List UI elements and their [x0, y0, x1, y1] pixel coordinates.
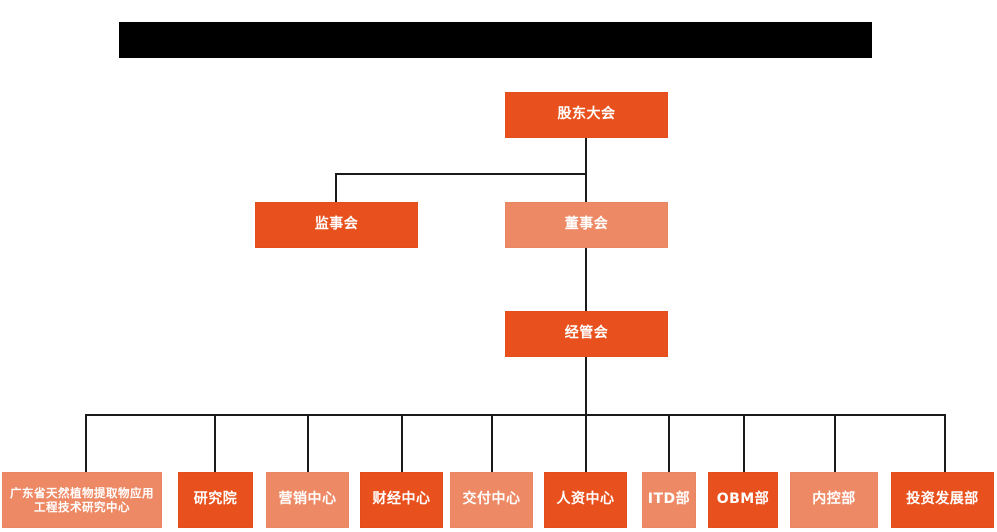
- node-marketing-center[interactable]: 营销中心: [266, 472, 349, 528]
- connector-drop-marketing-center: [307, 414, 309, 472]
- node-label: 股东大会: [557, 106, 616, 123]
- connector-drop-finance-center: [401, 414, 403, 472]
- node-label: ITD部: [647, 491, 691, 508]
- node-label: 经管会: [564, 325, 609, 342]
- node-shareholders[interactable]: 股东大会: [505, 92, 668, 138]
- connector-drop-internal-control-dept: [834, 414, 836, 472]
- node-institute[interactable]: 研究院: [178, 472, 253, 528]
- node-label: 营销中心: [278, 491, 337, 508]
- connector-level4-bus: [85, 414, 946, 416]
- node-label: 人资中心: [556, 491, 615, 508]
- node-label: 监事会: [314, 216, 359, 233]
- node-management[interactable]: 经管会: [505, 311, 668, 357]
- node-label: 广东省天然植物提取物应用工程技术研究中心: [10, 485, 154, 514]
- node-label: 交付中心: [462, 491, 521, 508]
- connector-drop-research-center: [85, 414, 87, 472]
- node-itd-dept[interactable]: ITD部: [642, 472, 696, 528]
- node-label: OBM部: [716, 491, 770, 508]
- node-label: 内控部: [812, 491, 856, 508]
- node-label: 研究院: [193, 491, 238, 508]
- node-directors[interactable]: 董事会: [505, 202, 668, 248]
- node-label: 董事会: [564, 216, 609, 233]
- node-hr-center[interactable]: 人资中心: [544, 472, 627, 528]
- node-obm-dept[interactable]: OBM部: [708, 472, 778, 528]
- node-internal-control-dept[interactable]: 内控部: [790, 472, 878, 528]
- node-label: 投资发展部: [906, 491, 979, 508]
- connector-drop-delivery-center: [491, 414, 493, 472]
- connector-drop-institute: [214, 414, 216, 472]
- node-label: 财经中心: [372, 491, 431, 508]
- connector-drop-directors: [585, 173, 587, 202]
- node-delivery-center[interactable]: 交付中心: [450, 472, 533, 528]
- node-finance-center[interactable]: 财经中心: [360, 472, 443, 528]
- connector-directors-to-management: [585, 248, 587, 311]
- connector-shareholders-down: [585, 138, 587, 174]
- connector-drop-investment-development-dept: [944, 414, 946, 472]
- node-supervisors[interactable]: 监事会: [255, 202, 418, 248]
- node-investment-development-dept[interactable]: 投资发展部: [891, 472, 994, 528]
- node-research-center[interactable]: 广东省天然植物提取物应用工程技术研究中心: [2, 472, 162, 528]
- connector-drop-supervisors: [335, 173, 337, 202]
- connector-level1-bus: [336, 173, 587, 175]
- title-banner: [119, 22, 872, 58]
- connector-drop-obm-dept: [743, 414, 745, 472]
- connector-drop-hr-center: [585, 414, 587, 472]
- connector-drop-itd-dept: [668, 414, 670, 472]
